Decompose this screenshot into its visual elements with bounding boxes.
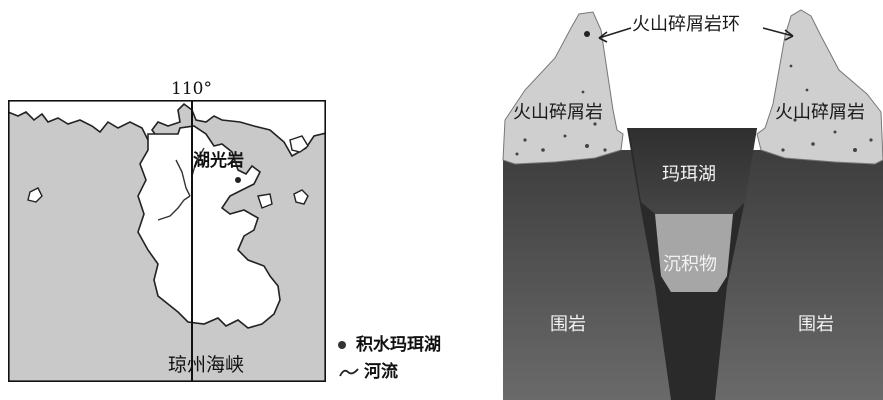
island [293, 189, 309, 205]
legend-lake-label: 积水玛珥湖 [356, 335, 441, 355]
country-rock-left-label: 围岩 [550, 314, 586, 335]
lake-marker-dot [235, 177, 241, 183]
pyroclastic-right-label: 火山碎屑岩 [775, 102, 865, 123]
legend-river-label: 河流 [364, 362, 398, 382]
ring-marker-left [584, 31, 590, 37]
location-map [8, 100, 326, 382]
arrow-right [762, 27, 794, 37]
island [257, 193, 273, 209]
legend-lake: 积水玛珥湖 [338, 330, 441, 355]
arrow-left [598, 27, 632, 39]
lake-label: 玛珥湖 [662, 164, 716, 185]
sediment-label: 沉积物 [663, 254, 717, 275]
island [289, 135, 309, 153]
meridian-label: 110° [171, 79, 212, 99]
river [175, 159, 191, 197]
pyroclastic-right [756, 9, 883, 165]
lake-dot-icon [338, 341, 346, 349]
pyroclastic-specks [515, 64, 873, 156]
river-icon [339, 368, 359, 377]
map-frame [8, 100, 326, 382]
maar-cross-section [502, 9, 883, 400]
country-rock-right-label: 围岩 [798, 314, 834, 335]
place-label-huguangyan: 湖光岩 [193, 151, 244, 171]
river [157, 195, 191, 221]
legend-river: 河流 [338, 357, 398, 382]
strait-label: 琼州海峡 [168, 354, 245, 376]
maar-lake [629, 128, 757, 214]
pyroclastic-left-label: 火山碎屑岩 [513, 102, 603, 123]
ring-label: 火山碎屑岩环 [632, 14, 740, 35]
island [27, 187, 43, 203]
pyroclastic-left [502, 11, 624, 165]
land-area [8, 100, 326, 158]
river [191, 147, 205, 177]
sediment-layer [655, 214, 733, 292]
peninsula [137, 125, 281, 329]
